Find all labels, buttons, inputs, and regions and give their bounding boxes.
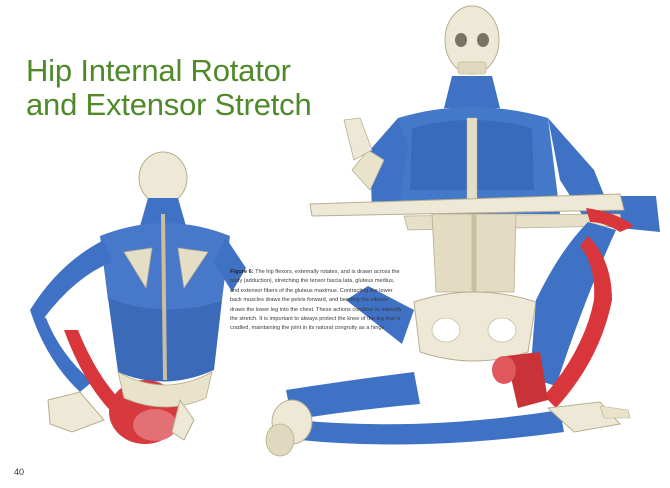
back-view-figure xyxy=(30,151,246,444)
figure-label: Figure 6: xyxy=(230,269,254,275)
title-line-2: and Extensor Stretch xyxy=(26,87,312,122)
page-number: 40 xyxy=(14,467,25,477)
page-title: Hip Internal Rotator and Extensor Stretc… xyxy=(26,54,346,122)
figure-caption: Figure 6: The hip flexors, externally ro… xyxy=(230,268,402,334)
caption-text: The hip flexors, externally rotates, and… xyxy=(230,269,402,332)
title-line-1: Hip Internal Rotator xyxy=(26,53,291,88)
front-view-figure xyxy=(265,5,660,457)
